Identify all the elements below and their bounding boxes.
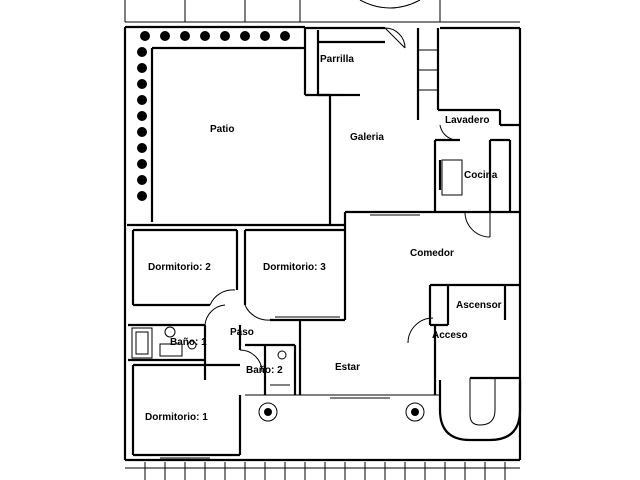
label-lavadero: Lavadero: [445, 115, 489, 126]
kitchen-walls: [433, 108, 520, 238]
label-dormitorio-2: Dormitorio: 2: [148, 262, 211, 273]
label-estar: Estar: [335, 362, 360, 373]
label-paso: Paso: [230, 327, 254, 338]
label-comedor: Comedor: [410, 248, 454, 259]
elevator-walls: [407, 283, 520, 395]
top-fence: [124, 0, 520, 23]
bedroom-2-walls: [131, 228, 239, 307]
label-cocina: Cocina: [464, 170, 498, 181]
hall-walls: [203, 304, 263, 380]
label-ascensor: Ascensor: [456, 300, 502, 311]
bathroom-2-walls: [245, 343, 297, 395]
label-bano-1: Baño: 1: [170, 337, 207, 348]
label-dormitorio-1: Dormitorio: 1: [145, 412, 208, 423]
bedroom-3-walls: [243, 228, 345, 322]
label-acceso: Acceso: [432, 330, 468, 341]
label-dormitorio-3: Dormitorio: 3: [263, 262, 326, 273]
patio-hedge: [137, 31, 290, 201]
label-galeria: Galeria: [350, 132, 384, 143]
bottom-fence: [125, 462, 520, 480]
label-parrilla: Parrilla: [320, 54, 354, 65]
living-walls: [258, 210, 520, 422]
label-bano-2: Baño: 2: [246, 365, 283, 376]
bathroom-1-walls: [128, 323, 205, 362]
galeria-walls: [316, 27, 440, 320]
patio-walls: [127, 28, 345, 227]
label-patio: Patio: [210, 124, 234, 135]
bedroom-1-walls: [131, 363, 242, 459]
balcony: [245, 376, 522, 442]
